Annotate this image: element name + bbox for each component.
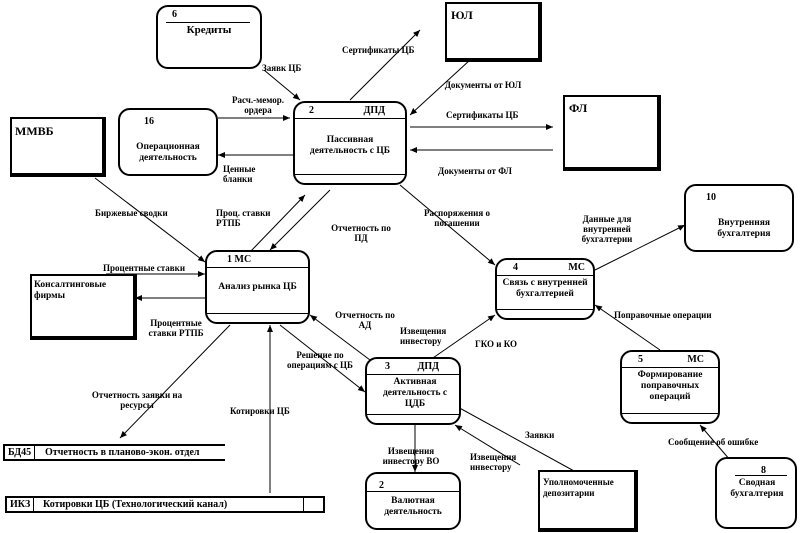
process-8-summary-accounting: 8 Сводная бухгалтерия [715,457,797,529]
flow-label-proc-stavki: Процентные ставки [103,263,186,273]
process-title: Пассивная деятельность с ЦБ [309,135,391,156]
external-yul: ЮЛ [445,2,542,62]
flow-otch-pd [269,189,331,251]
store-bd45: БД45 Отчетность в планово-экон. отдел [3,444,225,461]
process-title: Сводная бухгалтерия [730,478,784,499]
process-1-market-analysis: 1 МС Анализ рынка ЦБ [205,250,310,324]
flow-otch-zayavki [119,324,231,439]
flow-label-cennye: Ценные бланки [223,164,256,184]
flow-sert-yul [349,29,421,101]
external-mmvb: ММВБ [10,117,106,177]
flow-izv-inv2 [454,424,521,466]
flow-reshenie [279,324,366,393]
process-title: Кредиты [186,24,232,36]
store-id: БД45 [5,446,36,459]
flow-birzh [94,177,206,263]
flow-raspor [399,184,496,266]
process-2-passive: 2 ДПД Пассивная деятельность с ЦБ [293,101,407,185]
process-10-internal-accounting: 10 Внутренняя бухгалтерия [684,184,794,252]
flow-otch-ad [309,314,371,361]
process-number: 16 [144,116,154,127]
process-title: Операционная деятельность [136,142,200,163]
flow-zayavki [444,399,586,478]
flow-label-kotirovki: Котировки ЦБ [230,406,290,416]
store-ikz: ИКЗ Котировки ЦБ (Технологический канал) [5,496,325,513]
flow-proc-rtpb [249,194,306,253]
flow-label-gko: ГКО и КО [475,339,518,349]
flow-label-zayavki-cb: Заявк ЦБ [262,63,302,73]
flow-soobsch [699,424,731,461]
flow-label-sert-fl: Сертификаты ЦБ [446,110,519,120]
process-owner: ДПД [363,105,385,116]
external-yul-label: ЮЛ [451,8,473,22]
flow-label-izv-inv2: Извещения инвестору [470,452,517,472]
process-title: Активная деятельность с ЦДБ [382,377,448,409]
external-depos: Уполномоченные депозитарии [538,470,638,532]
flow-label-zayavki: Заявки [525,430,555,440]
process-4-link-accounting: 4 МС Связь с внутренней бухгалтерией [495,258,595,320]
flow-izv-inv [429,314,496,361]
external-mmvb-label: ММВБ [15,124,54,138]
flow-label-docs-fl: Документы от ФЛ [438,166,512,176]
flow-label-otch-pd: Отчетность по ПД [331,223,391,243]
process-2-currency: 2 Валютная деятельность [365,472,461,530]
process-title: Формирование поправочных операций [637,370,703,402]
external-consult-label: Консалтинговые фирмы [34,280,107,301]
store-name: Котировки ЦБ (Технологический канал) [43,499,228,510]
flow-label-proc-rtpb2: Процентные ставки РТПБ [148,318,204,338]
flow-label-rasch-memor: Расч.-мемор. ордера [231,95,285,115]
process-owner: ДПД [417,361,439,372]
flow-label-soobsch: Сообщение об ошибке [668,437,759,447]
flow-label-otch-ad: Отчетность по АД [335,310,395,330]
flow-popr-op [594,304,661,351]
external-fl: ФЛ [563,95,661,171]
process-number: 4 [513,262,518,273]
process-number: 5 [638,354,643,365]
process-number: 2 [379,480,384,491]
flow-label-reshenie: Решение по операциям с ЦБ [286,350,353,370]
flow-label-izv-vo: Извещения инвестору ВО [382,446,440,466]
flow-label-sert-yul: Сертификаты ЦБ [342,45,415,55]
process-owner: МС [687,354,704,365]
process-6-kredity: 6 Кредиты [156,5,262,69]
external-depos-label: Уполномоченные депозитарии [543,477,614,498]
process-16-operational: 16 Операционная деятельность [118,108,218,176]
process-number: 8 [761,465,766,476]
external-fl-label: ФЛ [569,101,588,115]
process-number: 1 МС [227,254,252,265]
flow-dannye-vb [594,224,686,271]
flow-label-birzh: Биржевые сводки [95,208,168,218]
process-number: 3 [385,361,390,372]
process-title: Валютная деятельность [384,496,442,517]
store-name: Отчетность в планово-экон. отдел [45,447,200,458]
flow-label-raspor: Распоряжения о погашении [424,208,490,228]
process-5-corrections: 5 МС Формирование поправочных операций [620,350,720,424]
process-number: 10 [706,192,716,203]
process-title: Анализ рынка ЦБ [218,282,297,292]
process-3-active: 3 ДПД Активная деятельность с ЦДБ [365,357,461,425]
process-owner: МС [568,262,585,273]
external-consult: Консалтинговые фирмы [30,274,137,340]
store-end-divider [303,498,304,511]
process-number: 2 [309,105,314,116]
process-title: Связь с внутренней бухгалтерией [502,278,588,299]
flow-label-otch-zayavki: Отчетность заявки на ресурсы [91,390,183,410]
flow-label-docs-yul: Документы от ЮЛ [444,80,522,90]
flow-zayavki-cb [263,69,301,101]
process-number: 6 [172,9,177,20]
flow-label-proc-rtpb: Проц. ставки РТПБ [216,208,271,228]
flow-docs-yul [409,59,471,116]
store-id: ИКЗ [7,498,35,511]
flow-label-popr-op: Поправочные операции [614,310,712,320]
flow-label-dannye-vb: Данные для внутренней бухгалтерии [581,214,633,244]
flow-label-izv-inv: Извещения инвестору [400,326,447,346]
process-title: Внутренняя бухгалтерия [717,218,771,239]
